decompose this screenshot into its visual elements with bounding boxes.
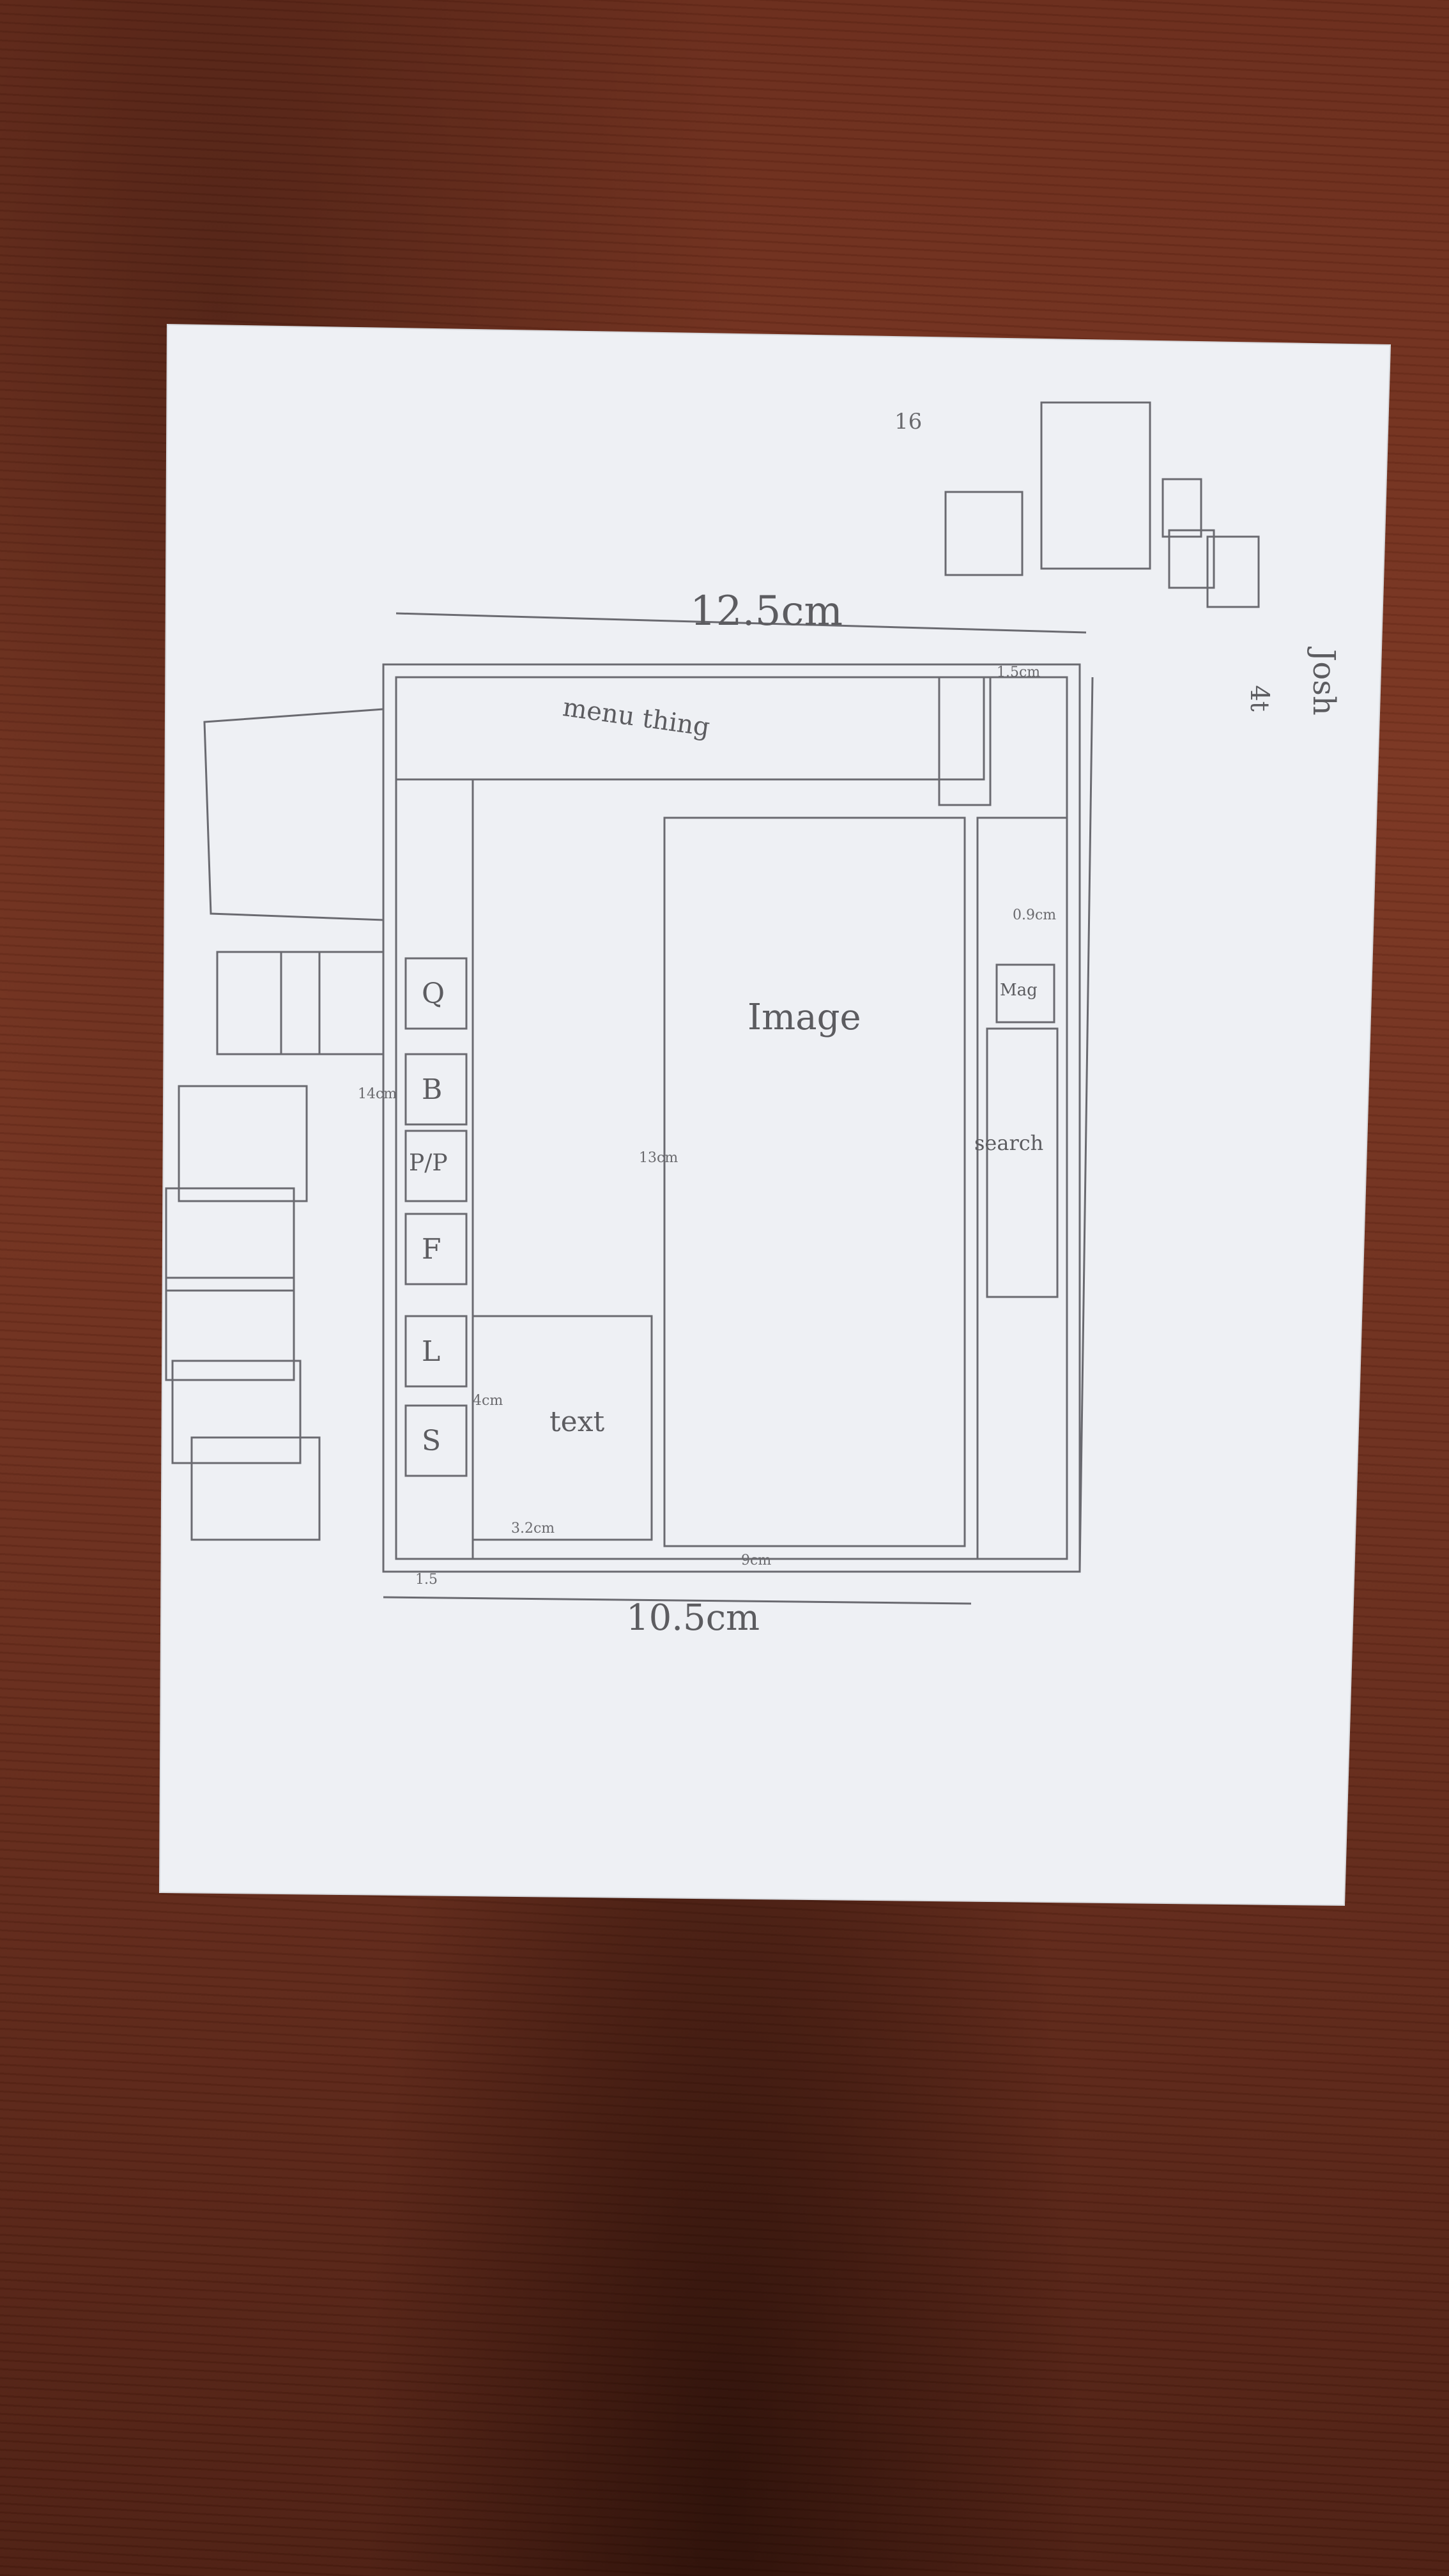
sidebar-button-pp: P/P <box>409 1150 448 1176</box>
sidebar-column <box>395 778 474 1560</box>
sidebar-button-b: B <box>422 1073 443 1106</box>
search-box <box>986 1027 1059 1298</box>
dim-14cm: 14cm <box>358 1086 397 1102</box>
mag-box <box>995 963 1055 1023</box>
search-label: search <box>974 1131 1044 1155</box>
dim-1-5cm: 1.5cm <box>997 664 1041 680</box>
sidebar-button-f: F <box>422 1233 441 1266</box>
4t-label: 4t <box>1244 685 1274 712</box>
outer-frame <box>382 663 1081 1573</box>
dim-4cm: 4cm <box>473 1393 503 1409</box>
top-dim-16: 16 <box>894 409 923 434</box>
width-dimension: 12.5cm <box>690 588 843 635</box>
sidebar-button-s: S <box>422 1425 441 1457</box>
image-label: Image <box>747 997 861 1038</box>
dim-9cm: 9cm <box>741 1552 772 1568</box>
dim-3-2cm: 3.2cm <box>511 1521 555 1537</box>
josh-label: Josh <box>1305 649 1342 716</box>
bottom-dimension: 10.5cm <box>626 1597 760 1639</box>
dim-1-5: 1.5 <box>415 1572 438 1588</box>
dim-0-9cm: 0.9cm <box>1013 907 1057 923</box>
text-label: text <box>549 1406 605 1438</box>
menu-bar-box <box>395 676 985 781</box>
sidebar-button-q: Q <box>422 977 445 1010</box>
image-box <box>663 816 966 1547</box>
sidebar-button-l: L <box>422 1335 441 1368</box>
dim-13cm: 13cm <box>639 1150 678 1166</box>
mag-label: Mag <box>1000 981 1038 1000</box>
